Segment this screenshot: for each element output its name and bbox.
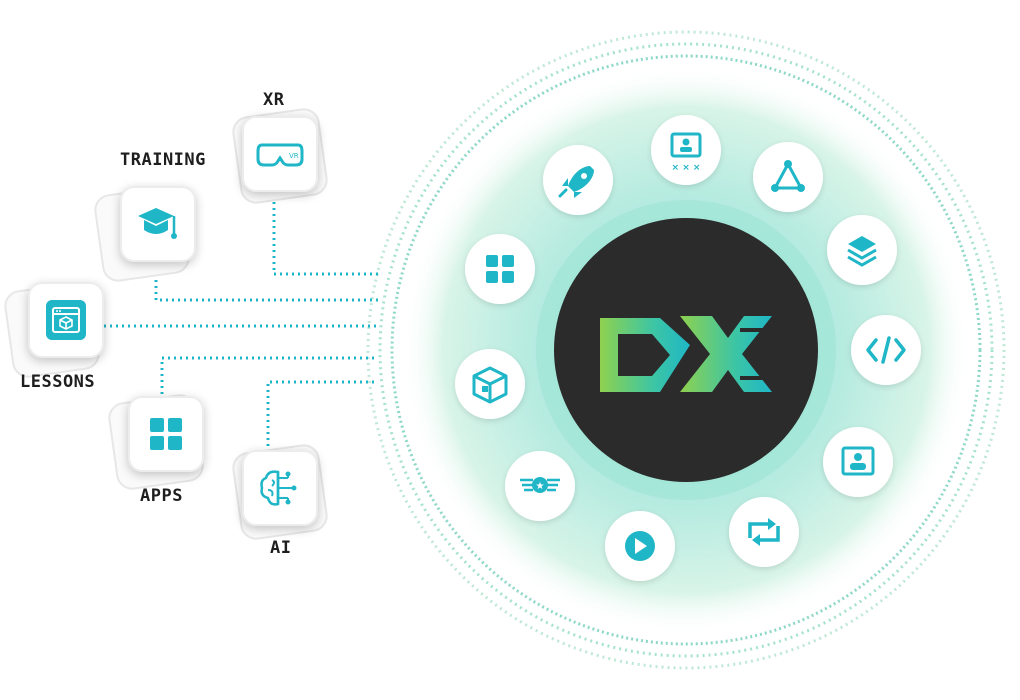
- network-triangle-icon: [771, 160, 805, 192]
- ring-item-code: [851, 315, 921, 385]
- app-grid-icon: [486, 255, 514, 283]
- ring-item-repeat: [729, 497, 799, 567]
- repeat-icon: [748, 518, 780, 546]
- connector-training: [154, 262, 378, 302]
- svg-text:VR: VR: [289, 152, 299, 160]
- wings-badge-icon: ★: [520, 477, 560, 493]
- video-frame-icon: [841, 446, 875, 476]
- ring-item-presenter: × × ×: [651, 115, 721, 185]
- node-label-training: TRAINING: [120, 150, 206, 170]
- tile-xr[interactable]: VR: [242, 116, 318, 192]
- tile-training[interactable]: [120, 186, 196, 262]
- node-label-xr: XR: [263, 90, 285, 110]
- vr-headset-icon: VR: [256, 143, 304, 167]
- node-label-lessons: LESSONS: [20, 372, 96, 392]
- ring-item-play: [605, 511, 675, 581]
- layers-icon: [847, 236, 877, 267]
- brain-circuit-icon: [260, 470, 297, 506]
- tile-lessons[interactable]: [28, 282, 104, 358]
- outer-dotted-rings: [366, 30, 1006, 670]
- connector-apps: [160, 356, 378, 400]
- play-icon: [625, 531, 655, 561]
- connector-xr: [272, 190, 378, 276]
- ring-item-network: [753, 142, 823, 212]
- connector-ai: [266, 380, 378, 452]
- ring-item-layers: [827, 215, 897, 285]
- tile-apps[interactable]: [128, 396, 204, 472]
- ring-item-rocket: [543, 145, 613, 215]
- cube-box-icon: [472, 366, 508, 404]
- ring-icons: × × ×: [455, 115, 921, 581]
- ring-item-video: [823, 427, 893, 497]
- ring-item-apps: [465, 234, 535, 304]
- graduation-cap-icon: [138, 208, 177, 239]
- presenter-icon: × × ×: [670, 132, 702, 173]
- svg-text:× × ×: × × ×: [672, 163, 701, 173]
- svg-text:★: ★: [536, 481, 545, 492]
- app-grid-icon: [150, 418, 182, 450]
- tile-ai[interactable]: [242, 450, 318, 526]
- node-label-apps: APPS: [140, 486, 183, 506]
- node-label-ai: AI: [270, 538, 292, 558]
- ring-item-cube: [455, 349, 525, 419]
- rocket-icon: [558, 166, 594, 198]
- code-icon: [866, 336, 906, 364]
- dx-logo: [600, 316, 772, 392]
- browser-cube-icon: [46, 300, 86, 340]
- ring-item-wings: ★: [505, 451, 575, 521]
